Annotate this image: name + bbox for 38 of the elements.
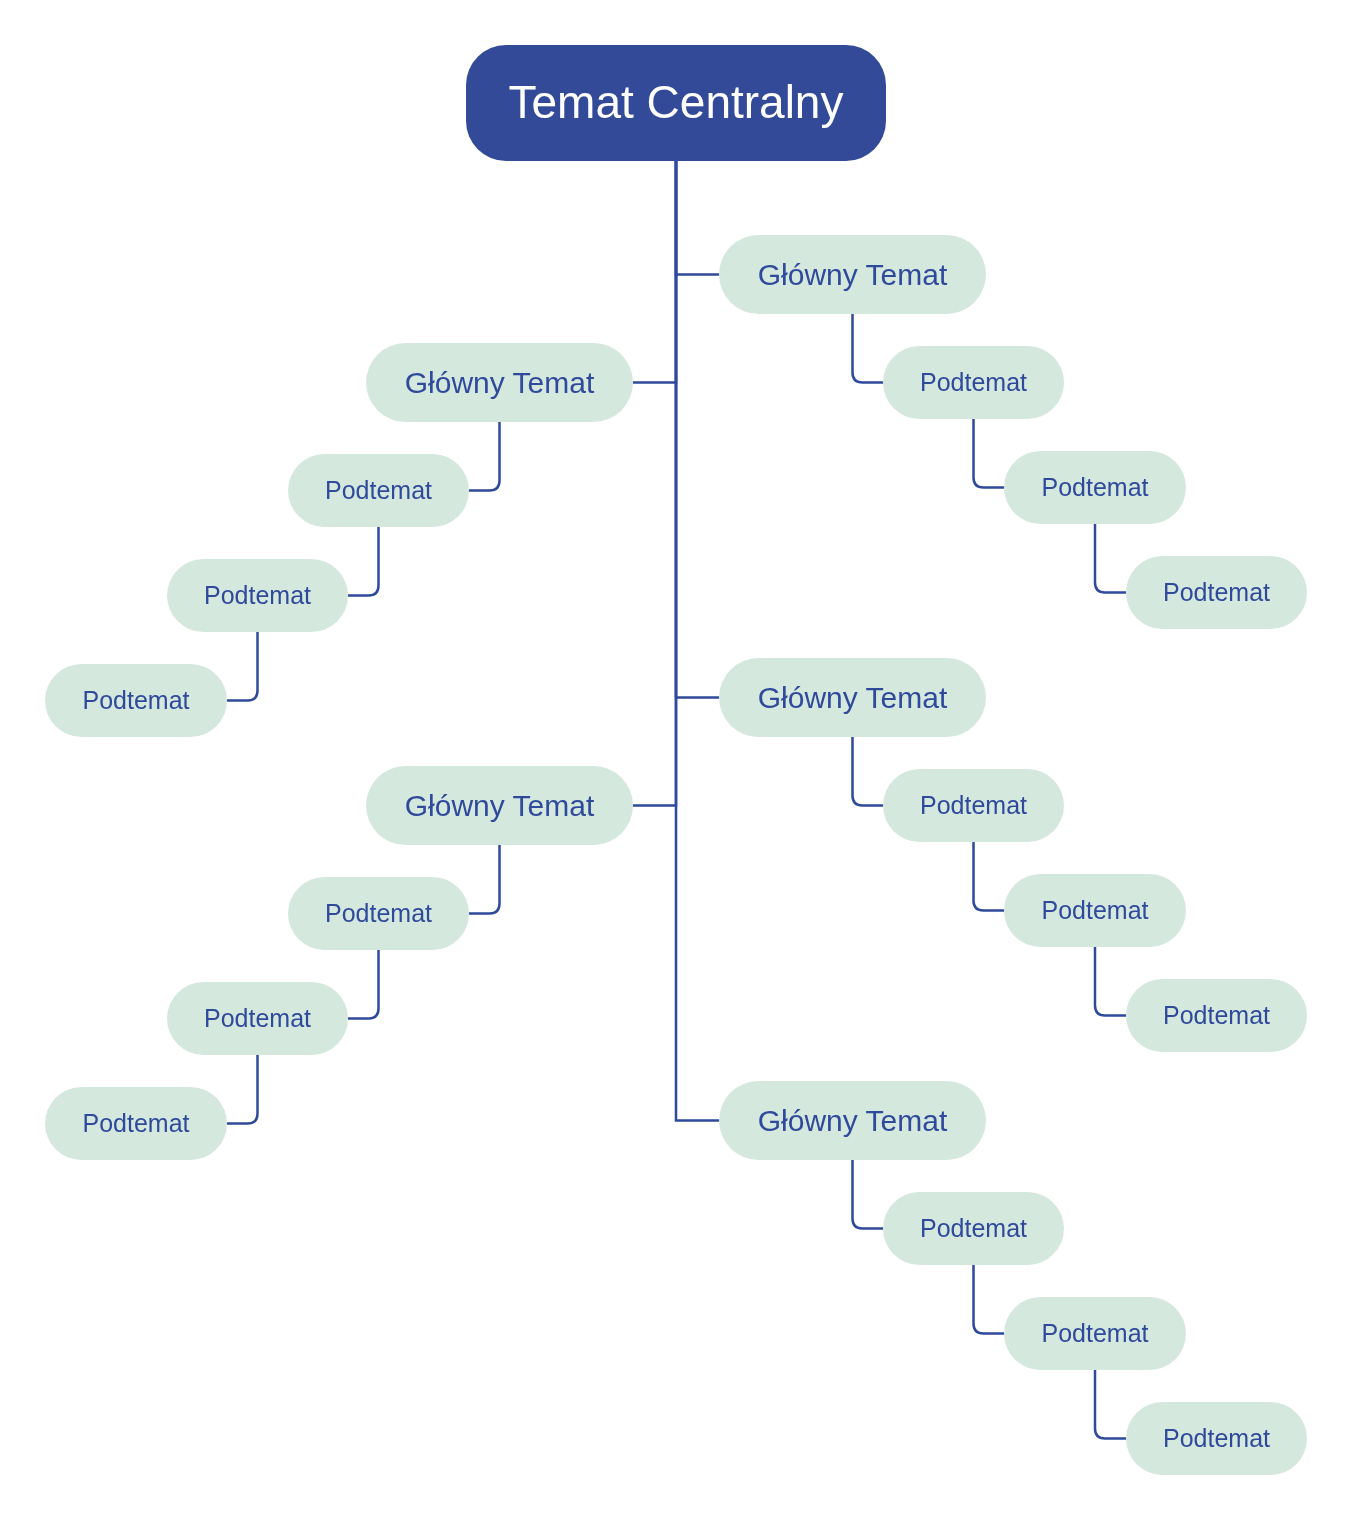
connector-line: [227, 1055, 259, 1125]
connector-line: [972, 842, 1004, 912]
connector-line: [851, 1160, 883, 1230]
connector-line: [851, 737, 883, 807]
connector-line: [348, 527, 380, 597]
subtopic-label: Podtemat: [1163, 1422, 1270, 1454]
central-topic-label: Temat Centralny: [508, 75, 844, 131]
connector-line: [469, 845, 501, 915]
subtopic-label: Podtemat: [920, 366, 1027, 398]
subtopic-label: Podtemat: [204, 1002, 311, 1034]
subtopic-label: Podtemat: [920, 789, 1027, 821]
main-topic-label: Główny Temat: [757, 256, 948, 293]
subtopic-label: Podtemat: [920, 1212, 1027, 1244]
subtopic-label: Podtemat: [325, 474, 432, 506]
connector-line: [469, 422, 501, 492]
main-topic-label: Główny Temat: [757, 679, 948, 716]
subtopic-label: Podtemat: [1041, 894, 1149, 926]
subtopic-label: Podtemat: [204, 579, 311, 611]
connector-line: [1093, 947, 1126, 1017]
main-topic-label: Główny Temat: [404, 787, 595, 824]
subtopic-label: Podtemat: [1163, 999, 1270, 1031]
subtopic-label: Podtemat: [325, 897, 432, 929]
subtopic-label: Podtemat: [1163, 576, 1270, 608]
connector-line: [1093, 1370, 1126, 1440]
subtopic-label: Podtemat: [82, 684, 190, 716]
main-topic-label: Główny Temat: [404, 364, 595, 401]
central-topic-box: [466, 45, 886, 161]
main-topic-label: Główny Temat: [757, 1102, 948, 1139]
subtopic-label: Podtemat: [1041, 471, 1149, 503]
connector-line: [851, 314, 883, 384]
connector-line: [348, 950, 380, 1020]
connector-line: [674, 161, 719, 1122]
subtopic-label: Podtemat: [1041, 1317, 1149, 1349]
connector-line: [972, 1265, 1004, 1335]
connector-line: [227, 632, 259, 702]
connector-line: [972, 419, 1004, 489]
connector-line: [1093, 524, 1126, 594]
subtopic-label: Podtemat: [82, 1107, 190, 1139]
